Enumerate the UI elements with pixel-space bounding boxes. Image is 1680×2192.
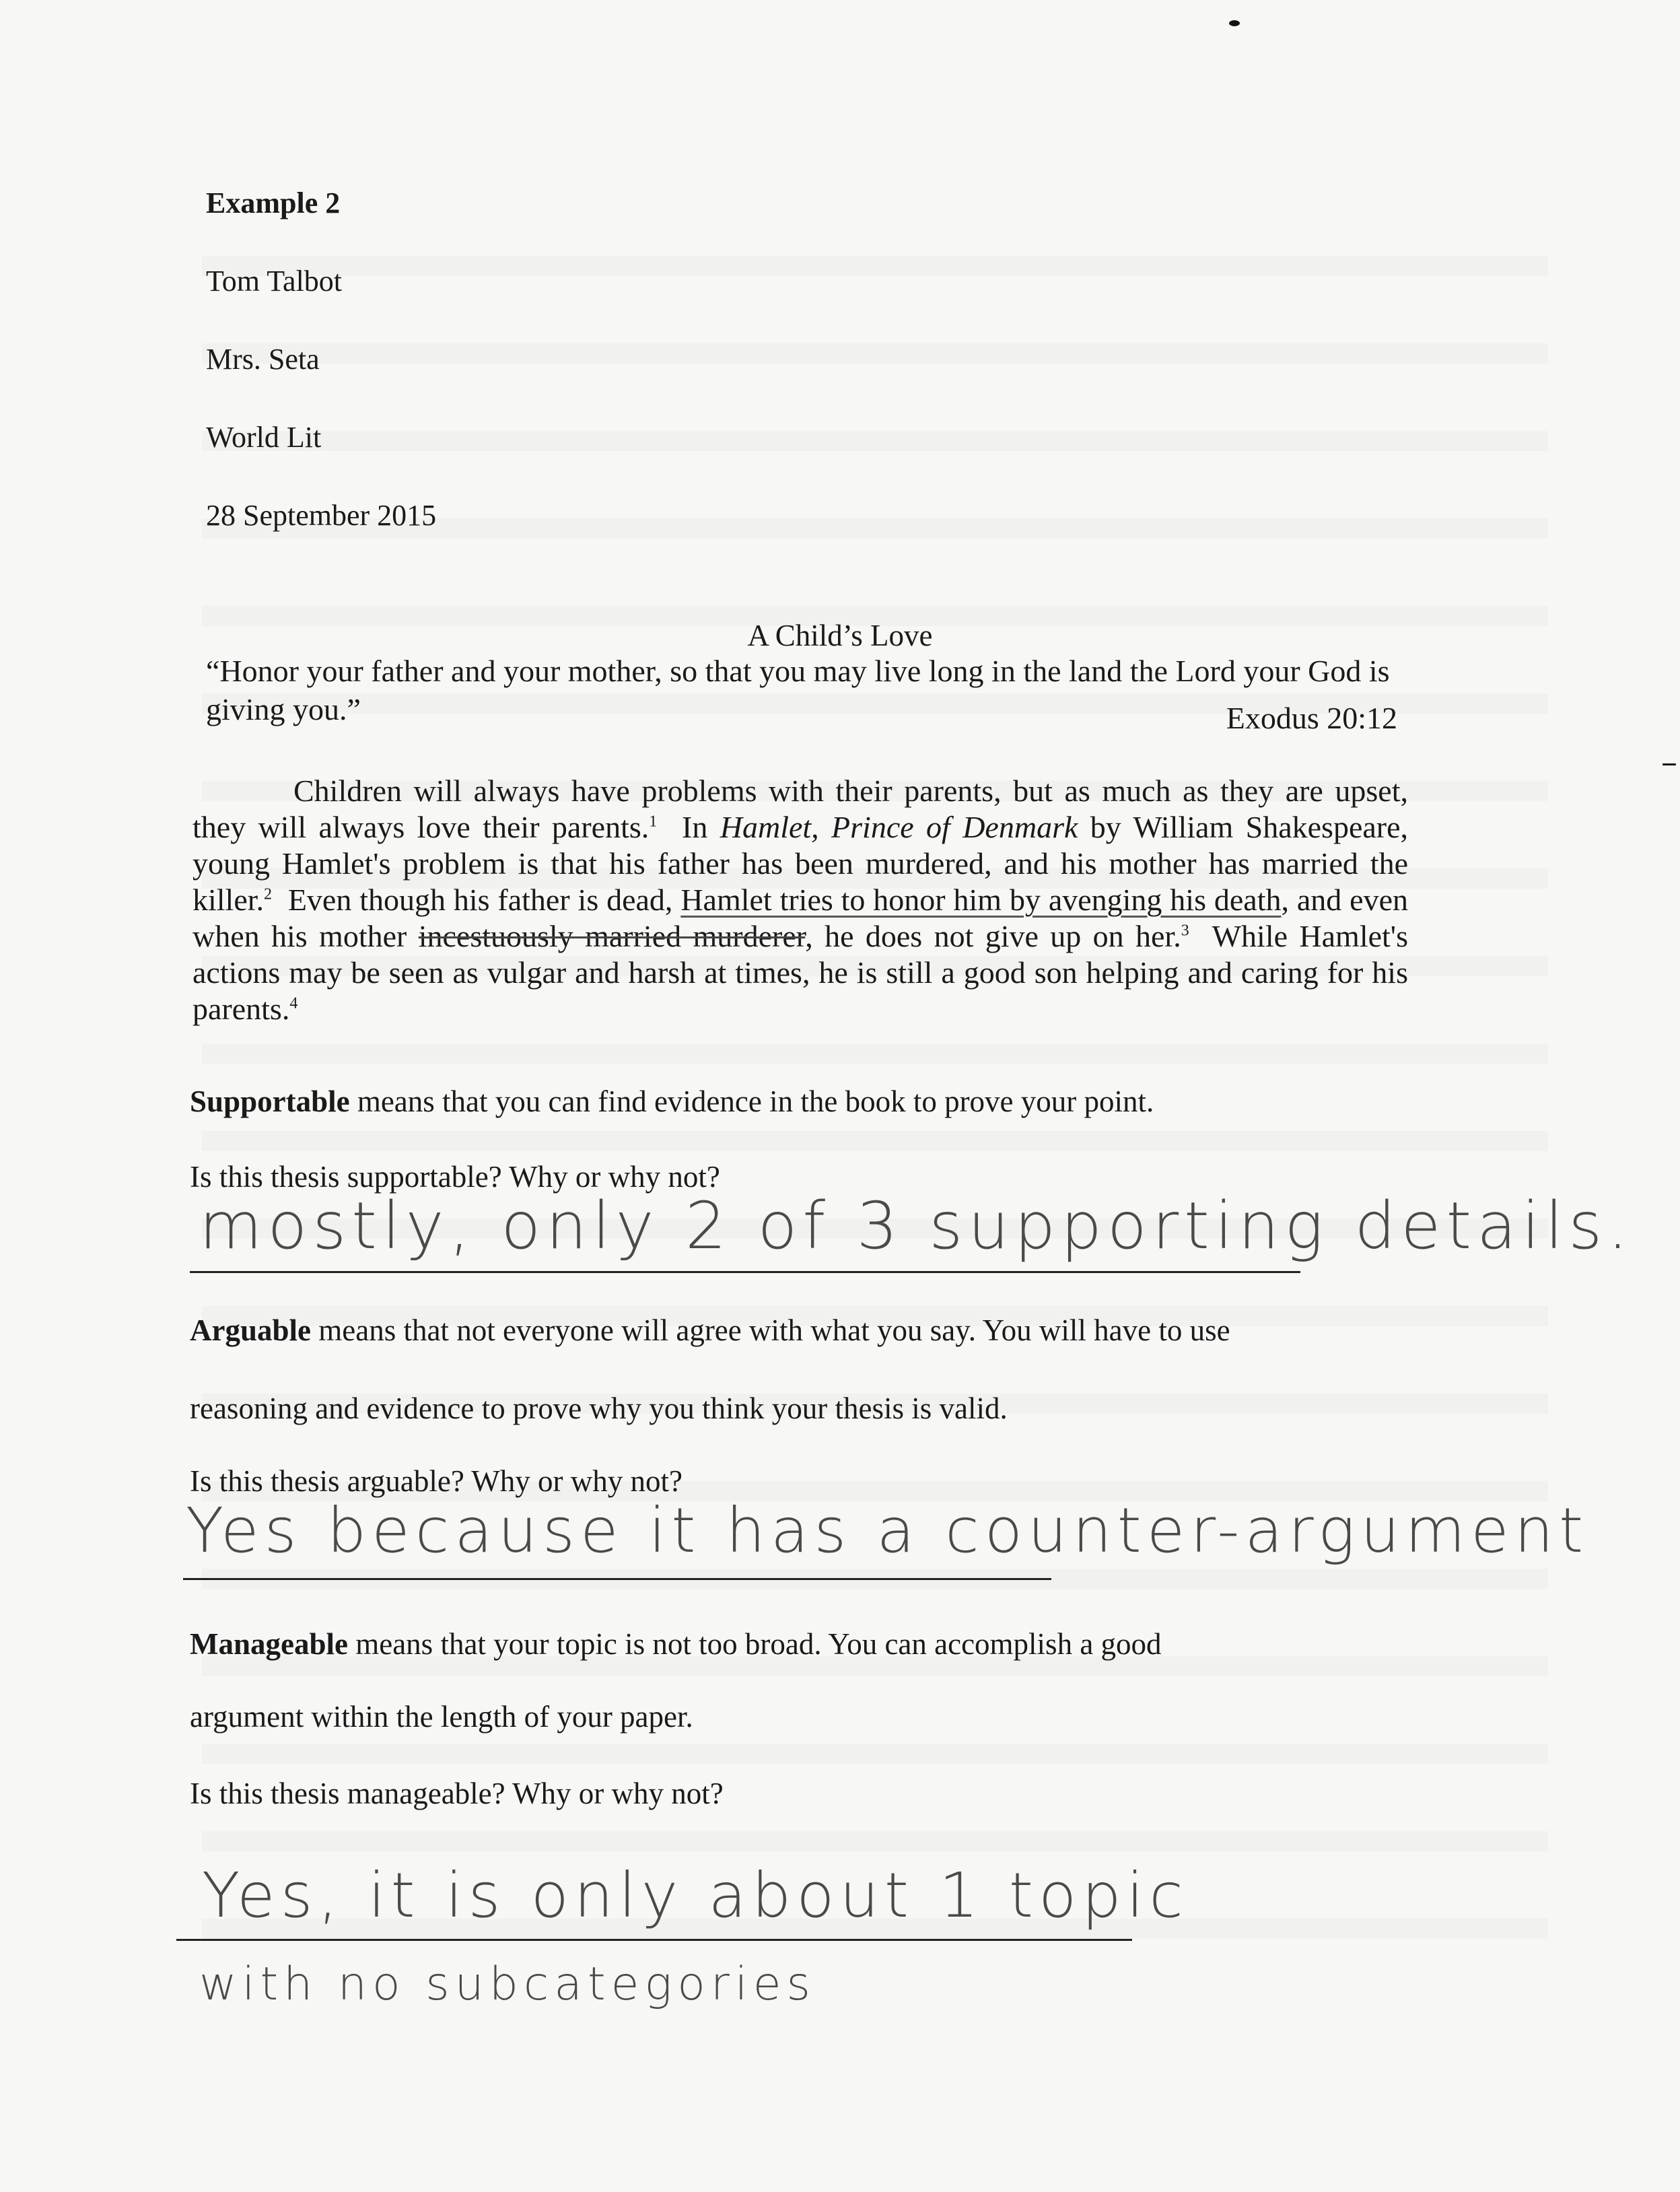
essay-title: A Child’s Love bbox=[747, 619, 933, 652]
teacher-name: Mrs. Seta bbox=[206, 343, 320, 376]
sentence-3-middle: , and even when his mother bbox=[193, 883, 1408, 953]
sentence-3-start: Even though his father is dead, bbox=[287, 883, 681, 917]
play-title: Hamlet, Prince of Denmark bbox=[720, 810, 1078, 844]
manageable-definition-text: means that your topic is not too broad. … bbox=[347, 1627, 1162, 1661]
arguable-definition: Arguable means that not everyone will ag… bbox=[190, 1313, 1230, 1348]
sentence-2-start: In bbox=[682, 810, 720, 844]
epigraph: “Honor your father and your mother, so t… bbox=[206, 654, 1390, 726]
manageable-answer-line-1[interactable]: Yes, it is only about 1 topic bbox=[202, 1859, 1189, 1931]
supportable-term: Supportable bbox=[190, 1085, 350, 1118]
supportable-definition: Supportable means that you can find evid… bbox=[190, 1084, 1154, 1119]
manageable-answer-line-2[interactable]: with no subcategories bbox=[199, 1958, 816, 2011]
essay-date: 28 September 2015 bbox=[206, 499, 437, 532]
course-name: World Lit bbox=[206, 421, 322, 454]
epigraph-source: Exodus 20:12 bbox=[1226, 701, 1397, 735]
scan-speck bbox=[1663, 763, 1676, 765]
sentence-4: While Hamlet's actions may be seen as vu… bbox=[193, 919, 1408, 1026]
sentence-2-end: by William Shakespeare, young Hamlet's p… bbox=[193, 810, 1409, 917]
footnote-2: 2 bbox=[264, 885, 273, 903]
student-name: Tom Talbot bbox=[206, 265, 343, 298]
supportable-answer-line bbox=[190, 1271, 1300, 1273]
marked-phrase: incestuously married murderer bbox=[418, 919, 806, 953]
arguable-definition-continued: reasoning and evidence to prove why you … bbox=[190, 1392, 1008, 1425]
supportable-definition-text: means that you can find evidence in the … bbox=[349, 1085, 1154, 1118]
manageable-definition: Manageable means that your topic is not … bbox=[190, 1626, 1162, 1662]
footnote-3: 3 bbox=[1181, 922, 1189, 940]
footnote-4: 4 bbox=[289, 994, 298, 1013]
sentence-1: Children will always have problems with … bbox=[193, 774, 1408, 844]
manageable-prompt: Is this thesis manageable? Why or why no… bbox=[190, 1777, 724, 1810]
intro-paragraph: Children will always have problems with … bbox=[193, 773, 1408, 1027]
arguable-answer[interactable]: Yes because it has a counter-argument bbox=[186, 1495, 1589, 1567]
manageable-answer-line bbox=[176, 1939, 1132, 1941]
bleed-through-shadow bbox=[202, 189, 1548, 2006]
underlined-phrase: Hamlet tries to honor him by avenging hi… bbox=[680, 883, 1282, 917]
arguable-term: Arguable bbox=[190, 1313, 311, 1347]
arguable-definition-text: means that not everyone will agree with … bbox=[311, 1313, 1230, 1347]
manageable-term: Manageable bbox=[190, 1627, 348, 1661]
supportable-answer[interactable]: mostly, only 2 of 3 supporting details. bbox=[199, 1188, 1634, 1264]
footnote-1: 1 bbox=[649, 813, 658, 831]
sentence-3-end: , he does not give up on her. bbox=[805, 919, 1181, 953]
scan-speck bbox=[1229, 20, 1240, 26]
arguable-answer-line bbox=[183, 1578, 1051, 1580]
supportable-prompt: Is this thesis supportable? Why or why n… bbox=[190, 1160, 720, 1194]
example-label: Example 2 bbox=[206, 186, 341, 219]
manageable-definition-continued: argument within the length of your paper… bbox=[190, 1700, 693, 1734]
arguable-prompt: Is this thesis arguable? Why or why not? bbox=[190, 1464, 682, 1498]
